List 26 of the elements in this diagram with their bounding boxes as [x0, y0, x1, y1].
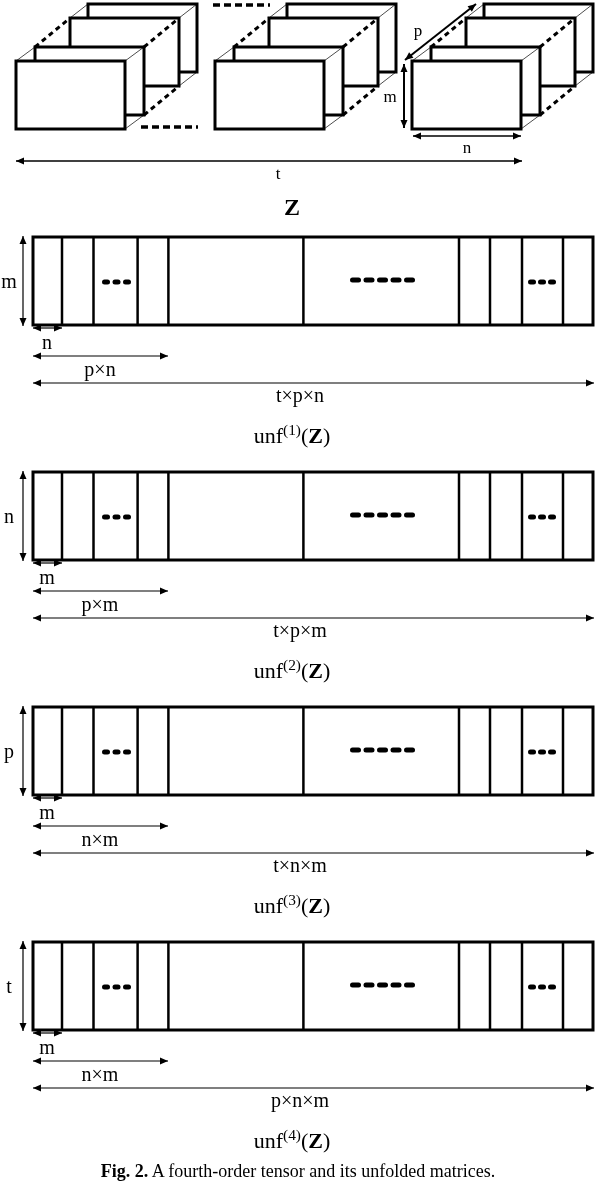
- dimension-label: m: [1, 271, 17, 291]
- dimension-label: n×m: [81, 1064, 119, 1084]
- dimension-label: m: [39, 567, 55, 587]
- panel-caption: unf$^{(2)}$(Z): [253, 660, 331, 682]
- panel-caption: unf$^{(3)}$(Z): [253, 895, 331, 917]
- dimension-label: n×m: [81, 829, 119, 849]
- dimension-label: t×p×m: [273, 620, 327, 640]
- dimension-label: t×p×n: [275, 385, 325, 405]
- dimension-label: p: [4, 741, 14, 761]
- dimension-label: p×n×m: [270, 1090, 330, 1110]
- panel-caption: unf$^{(4)}$(Z): [253, 1130, 331, 1152]
- dimension-label: m: [39, 1037, 55, 1057]
- dimension-label: t×n×m: [273, 855, 327, 875]
- panel-caption: unf$^{(1)}$(Z): [253, 425, 331, 447]
- dimension-label: p×m: [81, 594, 119, 614]
- dimension-label: p: [413, 21, 423, 39]
- figure-caption: Fig. 2. A fourth-order tensor and its unfolded matrices.: [100, 1162, 496, 1180]
- dimension-label: n: [462, 138, 472, 156]
- dimension-label: n: [4, 506, 14, 526]
- dimension-label: n: [42, 332, 52, 352]
- dimension-label: t: [6, 976, 12, 996]
- dimension-label: m: [39, 802, 55, 822]
- dimension-label: m: [383, 87, 397, 105]
- dimension-label: t: [275, 164, 281, 182]
- dimension-label: p×n: [84, 359, 116, 379]
- panel-caption: Z: [284, 195, 300, 219]
